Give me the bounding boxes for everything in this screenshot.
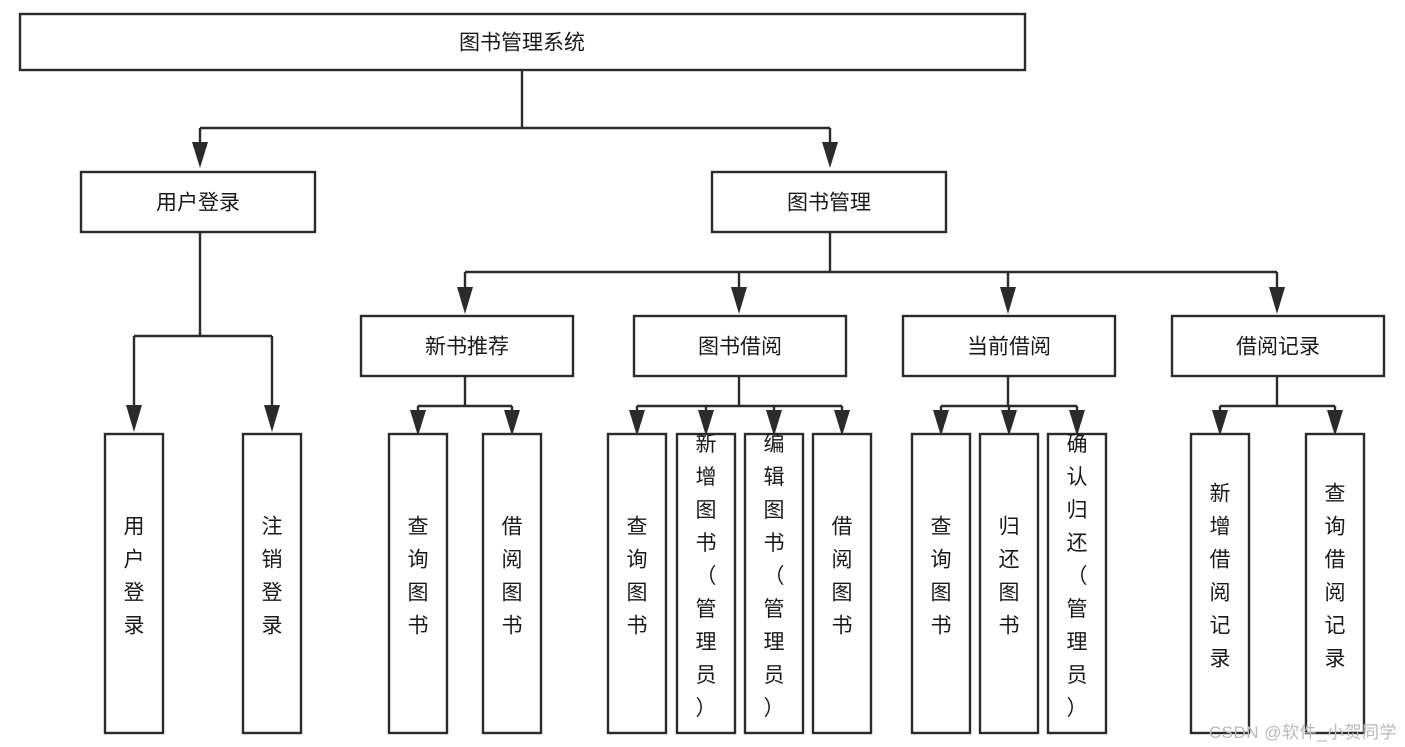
- node-box-shape: [910, 432, 972, 735]
- node-box-shape: [743, 432, 805, 735]
- arrow-head-icon: [457, 287, 473, 314]
- arrow-head-icon: [1269, 287, 1285, 314]
- node-label: 借阅图书: [502, 516, 523, 638]
- arrow-head-icon: [126, 405, 142, 432]
- node-box-shape: [1304, 432, 1366, 735]
- arrow-head-icon: [822, 142, 838, 168]
- node-label: 归还图书: [999, 516, 1020, 638]
- node-label: 新书推荐: [425, 336, 509, 359]
- node-box-shape: [632, 314, 848, 378]
- arrow-head-icon: [698, 410, 714, 436]
- node-leaf-add-record[interactable]: 新增借阅记录: [1189, 432, 1251, 735]
- arrow-head-icon: [1069, 410, 1085, 436]
- arrow-head-icon: [1327, 410, 1343, 436]
- node-label: 新增借阅记录: [1210, 483, 1231, 671]
- node-label: 注销登录: [262, 516, 283, 638]
- arrow-head-icon: [1001, 410, 1017, 436]
- node-leaf-query-book-2[interactable]: 查询图书: [606, 432, 668, 735]
- node-box-shape: [1189, 432, 1251, 735]
- node-label: 新增图书（管理员）: [696, 433, 717, 720]
- node-label: 查询图书: [931, 516, 952, 638]
- node-box-shape: [978, 432, 1040, 735]
- arrow-head-icon: [933, 410, 949, 436]
- node-box-shape: [606, 432, 668, 735]
- node-root-system[interactable]: 图书管理系统: [18, 12, 1027, 72]
- connector-borrowrecord-to-leaves: [1212, 376, 1343, 436]
- node-box-shape: [241, 432, 303, 735]
- arrow-head-icon: [192, 142, 208, 168]
- node-leaf-borrow-book-2[interactable]: 借阅图书: [811, 432, 873, 735]
- node-leaf-add-book[interactable]: 新增图书（管理员）: [675, 432, 737, 735]
- connector-currentborrow-to-leaves: [933, 376, 1085, 436]
- node-box-shape: [387, 432, 449, 735]
- node-leaf-query-book-1[interactable]: 查询图书: [387, 432, 449, 735]
- node-label: 当前借阅: [967, 336, 1051, 359]
- arrow-head-icon: [766, 410, 782, 436]
- arrow-head-icon: [731, 287, 747, 314]
- node-label: 图书管理系统: [459, 32, 585, 55]
- arrow-head-icon: [504, 410, 520, 436]
- arrow-head-icon: [629, 410, 645, 436]
- node-label: 借阅记录: [1236, 336, 1320, 359]
- node-label: 用户登录: [124, 516, 145, 638]
- node-book-borrow[interactable]: 图书借阅: [632, 314, 848, 378]
- node-box-shape: [103, 432, 165, 735]
- node-box-shape: [811, 432, 873, 735]
- node-box-shape: [18, 12, 1027, 72]
- node-label: 用户登录: [156, 192, 240, 215]
- node-label: 查询图书: [627, 516, 648, 638]
- node-label: 确认归还（管理员）: [1067, 433, 1088, 720]
- node-leaf-edit-book[interactable]: 编辑图书（管理员）: [743, 432, 805, 735]
- node-leaf-query-book-3[interactable]: 查询图书: [910, 432, 972, 735]
- node-leaf-query-record[interactable]: 查询借阅记录: [1304, 432, 1366, 735]
- connector-bookmgmt-to-level3: [457, 232, 1285, 314]
- node-box-shape: [359, 314, 575, 378]
- node-box-shape: [79, 170, 317, 234]
- connector-userlogin-to-leaves: [126, 232, 280, 432]
- node-box-shape: [675, 432, 737, 735]
- arrow-head-icon: [834, 410, 850, 436]
- node-box-shape: [481, 432, 543, 735]
- node-leaf-borrow-book-1[interactable]: 借阅图书: [481, 432, 543, 735]
- node-current-borrow[interactable]: 当前借阅: [901, 314, 1117, 378]
- node-label: 图书管理: [787, 192, 871, 215]
- arrow-head-icon: [1212, 410, 1228, 436]
- connector-newbook-to-leaves: [410, 376, 520, 436]
- node-leaf-user-login[interactable]: 用户登录: [103, 432, 165, 735]
- node-user-login[interactable]: 用户登录: [79, 170, 317, 234]
- node-box-shape: [710, 170, 948, 234]
- node-label: 查询图书: [408, 516, 429, 638]
- connector-bookborrow-to-leaves: [629, 376, 850, 436]
- arrow-head-icon: [1000, 287, 1016, 314]
- node-label: 借阅图书: [832, 516, 853, 638]
- arrow-head-icon: [264, 405, 280, 432]
- node-borrow-record[interactable]: 借阅记录: [1170, 314, 1386, 378]
- connector-root-to-level2: [192, 70, 838, 168]
- node-leaf-confirm-return[interactable]: 确认归还（管理员）: [1046, 432, 1108, 735]
- node-leaf-user-logout[interactable]: 注销登录: [241, 432, 303, 735]
- arrow-head-icon: [410, 410, 426, 436]
- node-label: 编辑图书（管理员）: [764, 433, 785, 720]
- node-new-book-recommend[interactable]: 新书推荐: [359, 314, 575, 378]
- node-box-shape: [901, 314, 1117, 378]
- node-book-management[interactable]: 图书管理: [710, 170, 948, 234]
- node-label: 查询借阅记录: [1325, 483, 1346, 671]
- node-box-shape: [1046, 432, 1108, 735]
- node-box-shape: [1170, 314, 1386, 378]
- node-label: 图书借阅: [698, 336, 782, 359]
- node-leaf-return-book[interactable]: 归还图书: [978, 432, 1040, 735]
